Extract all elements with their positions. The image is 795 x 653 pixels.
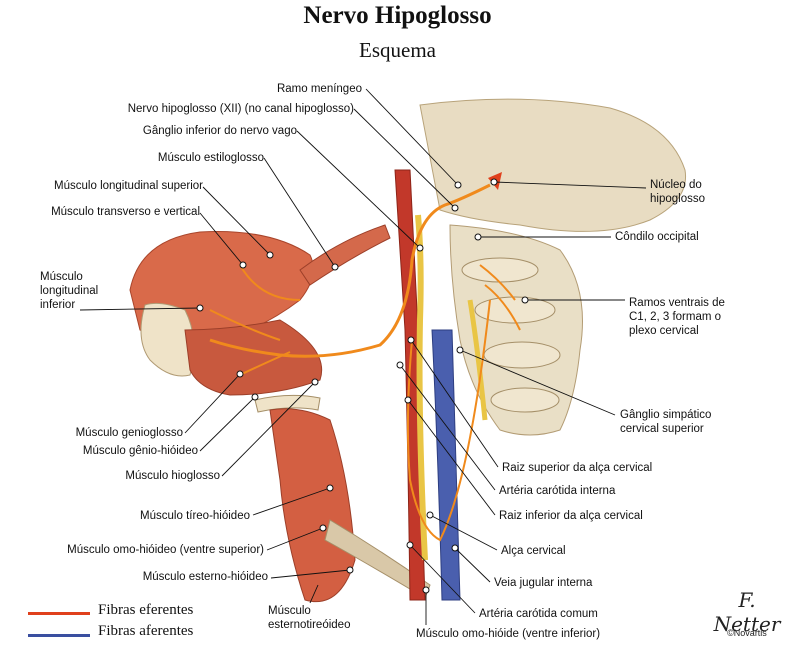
sympathetic-trunk <box>467 299 488 421</box>
label-hioglosso: Músculo hioglosso <box>125 470 220 482</box>
label-ganglio-inferior: Gânglio inferior do nervo vago <box>142 125 297 137</box>
infrahyoid-muscles <box>269 408 356 602</box>
label-veia-jugular: Veia jugular interna <box>494 577 593 589</box>
label-ramo-meningeo: Ramo meníngeo <box>276 83 362 95</box>
label-transverso-vertical: Músculo transverso e vertical <box>51 206 200 218</box>
label-nucleo-hipoglosso: Núcleo do hipoglosso <box>650 179 705 205</box>
ansa-cervicalis <box>406 299 491 542</box>
label-esternotireoideo: Músculo esternotireóideo <box>268 605 351 631</box>
vertebra-c4 <box>490 387 560 413</box>
vertebra-c2 <box>474 296 556 324</box>
carotid-artery <box>394 169 426 601</box>
label-raiz-superior: Raiz superior da alça cervical <box>502 462 653 474</box>
hypoglossal-nerve <box>209 183 491 358</box>
label-genio-hioideo: Músculo gênio-hióideo <box>82 445 198 457</box>
vertebra-c1 <box>461 257 539 283</box>
label-genioglosso: Músculo genioglosso <box>75 427 183 439</box>
pin-markers <box>196 178 529 594</box>
styloglossus-muscle <box>299 224 391 286</box>
label-longitudinal-superior: Músculo longitudinal superior <box>54 180 203 192</box>
label-ramos-ventrais: Ramos ventrais de C1, 2, 3 formam o plex… <box>629 297 725 337</box>
leader-lines <box>79 88 647 625</box>
cervical-plexus <box>479 264 521 331</box>
label-carotida-interna: Artéria carótida interna <box>499 485 616 497</box>
label-carotida-comum: Artéria carótida comum <box>479 608 598 620</box>
label-omo-hioide-inferior: Músculo omo-hióide (ventre inferior) <box>416 628 601 640</box>
skull-bone <box>419 98 687 232</box>
label-tireo-hioideo: Músculo tíreo-hióideo <box>140 510 250 522</box>
label-esterno-hioideo: Músculo esterno-hióideo <box>142 571 268 583</box>
legend-efferent-swatch <box>28 612 90 615</box>
legend-afferent-label: Fibras aferentes <box>98 623 194 639</box>
copyright-notice: ©Novartis <box>727 628 767 638</box>
mandible <box>140 302 195 377</box>
label-raiz-inferior: Raiz inferior da alça cervical <box>499 510 643 522</box>
diagram-title: Nervo Hipoglosso <box>303 2 492 29</box>
jugular-vein <box>431 329 461 601</box>
label-longitudinal-inferior: Músculo longitudinal inferior <box>40 271 99 311</box>
label-omo-hioideo-superior: Músculo omo-hióideo (ventre superior) <box>67 544 264 556</box>
artist-signature: F. Netter <box>713 588 781 636</box>
legend-afferent-swatch <box>28 634 90 637</box>
vertebra-c3 <box>483 341 561 369</box>
label-condilo-occipital: Côndilo occipital <box>615 231 699 243</box>
label-estiloglosso: Músculo estiloglosso <box>157 152 264 164</box>
label-alca-cervical: Alça cervical <box>501 545 566 557</box>
diagram-subtitle: Esquema <box>359 38 436 62</box>
tongue-muscles <box>184 319 323 396</box>
label-nervo-hipoglosso: Nervo hipoglosso (XII) (no canal hipoglo… <box>127 103 354 115</box>
label-ganglio-simpatico: Gânglio simpático cervical superior <box>620 409 712 435</box>
legend-efferent-label: Fibras eferentes <box>98 602 194 618</box>
